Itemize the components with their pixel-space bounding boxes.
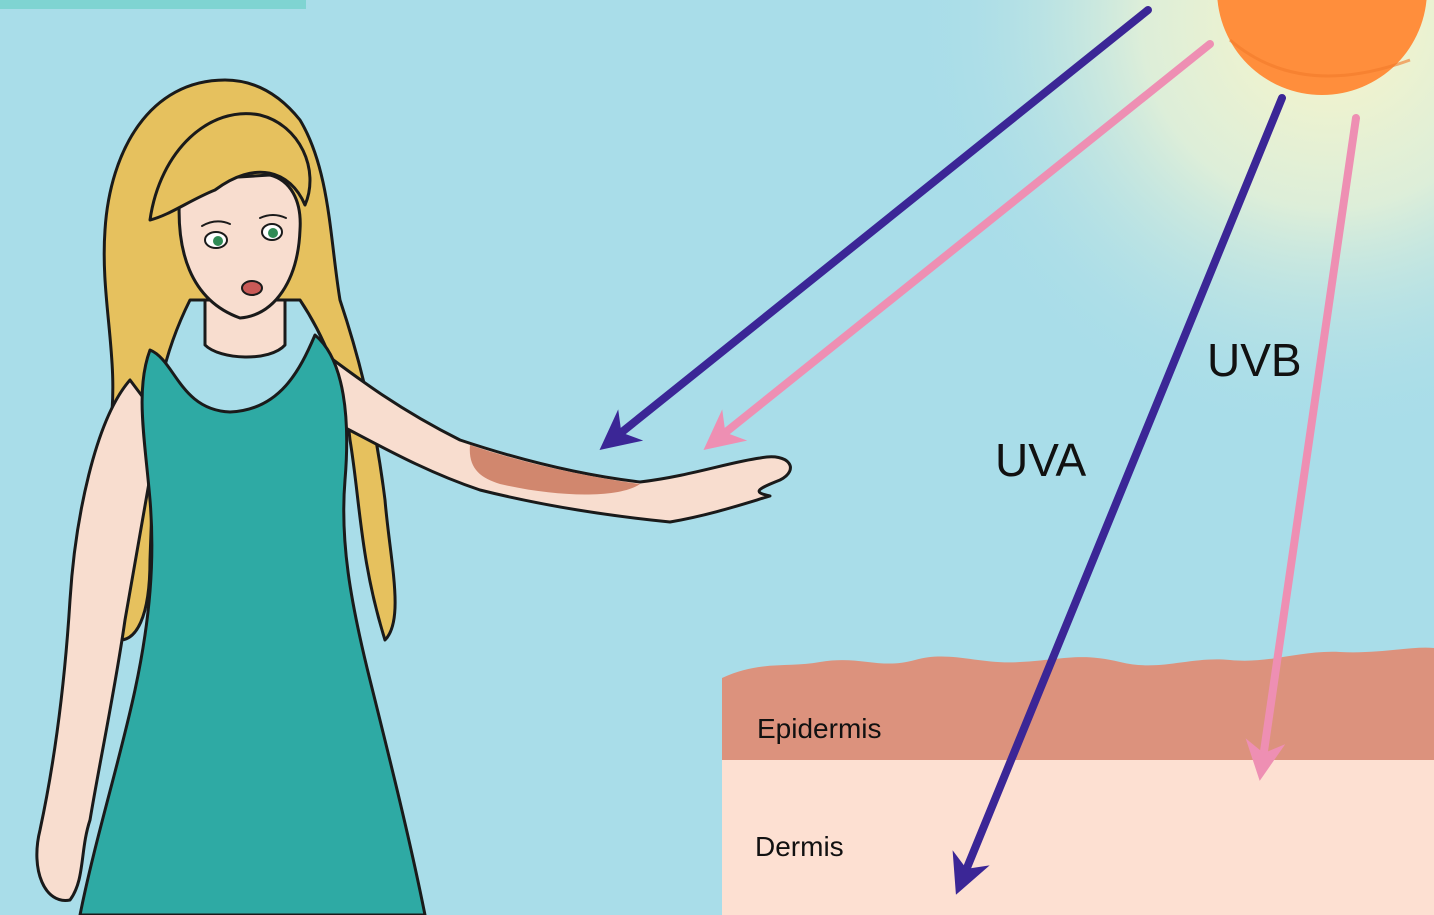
top-bar [0, 0, 306, 9]
epidermis-label: Epidermis [757, 713, 881, 744]
dermis-label: Dermis [755, 831, 844, 862]
skin-cross-section: Epidermis Dermis [722, 648, 1434, 915]
uva-label: UVA [995, 434, 1086, 486]
uvb-label: UVB [1207, 334, 1302, 386]
